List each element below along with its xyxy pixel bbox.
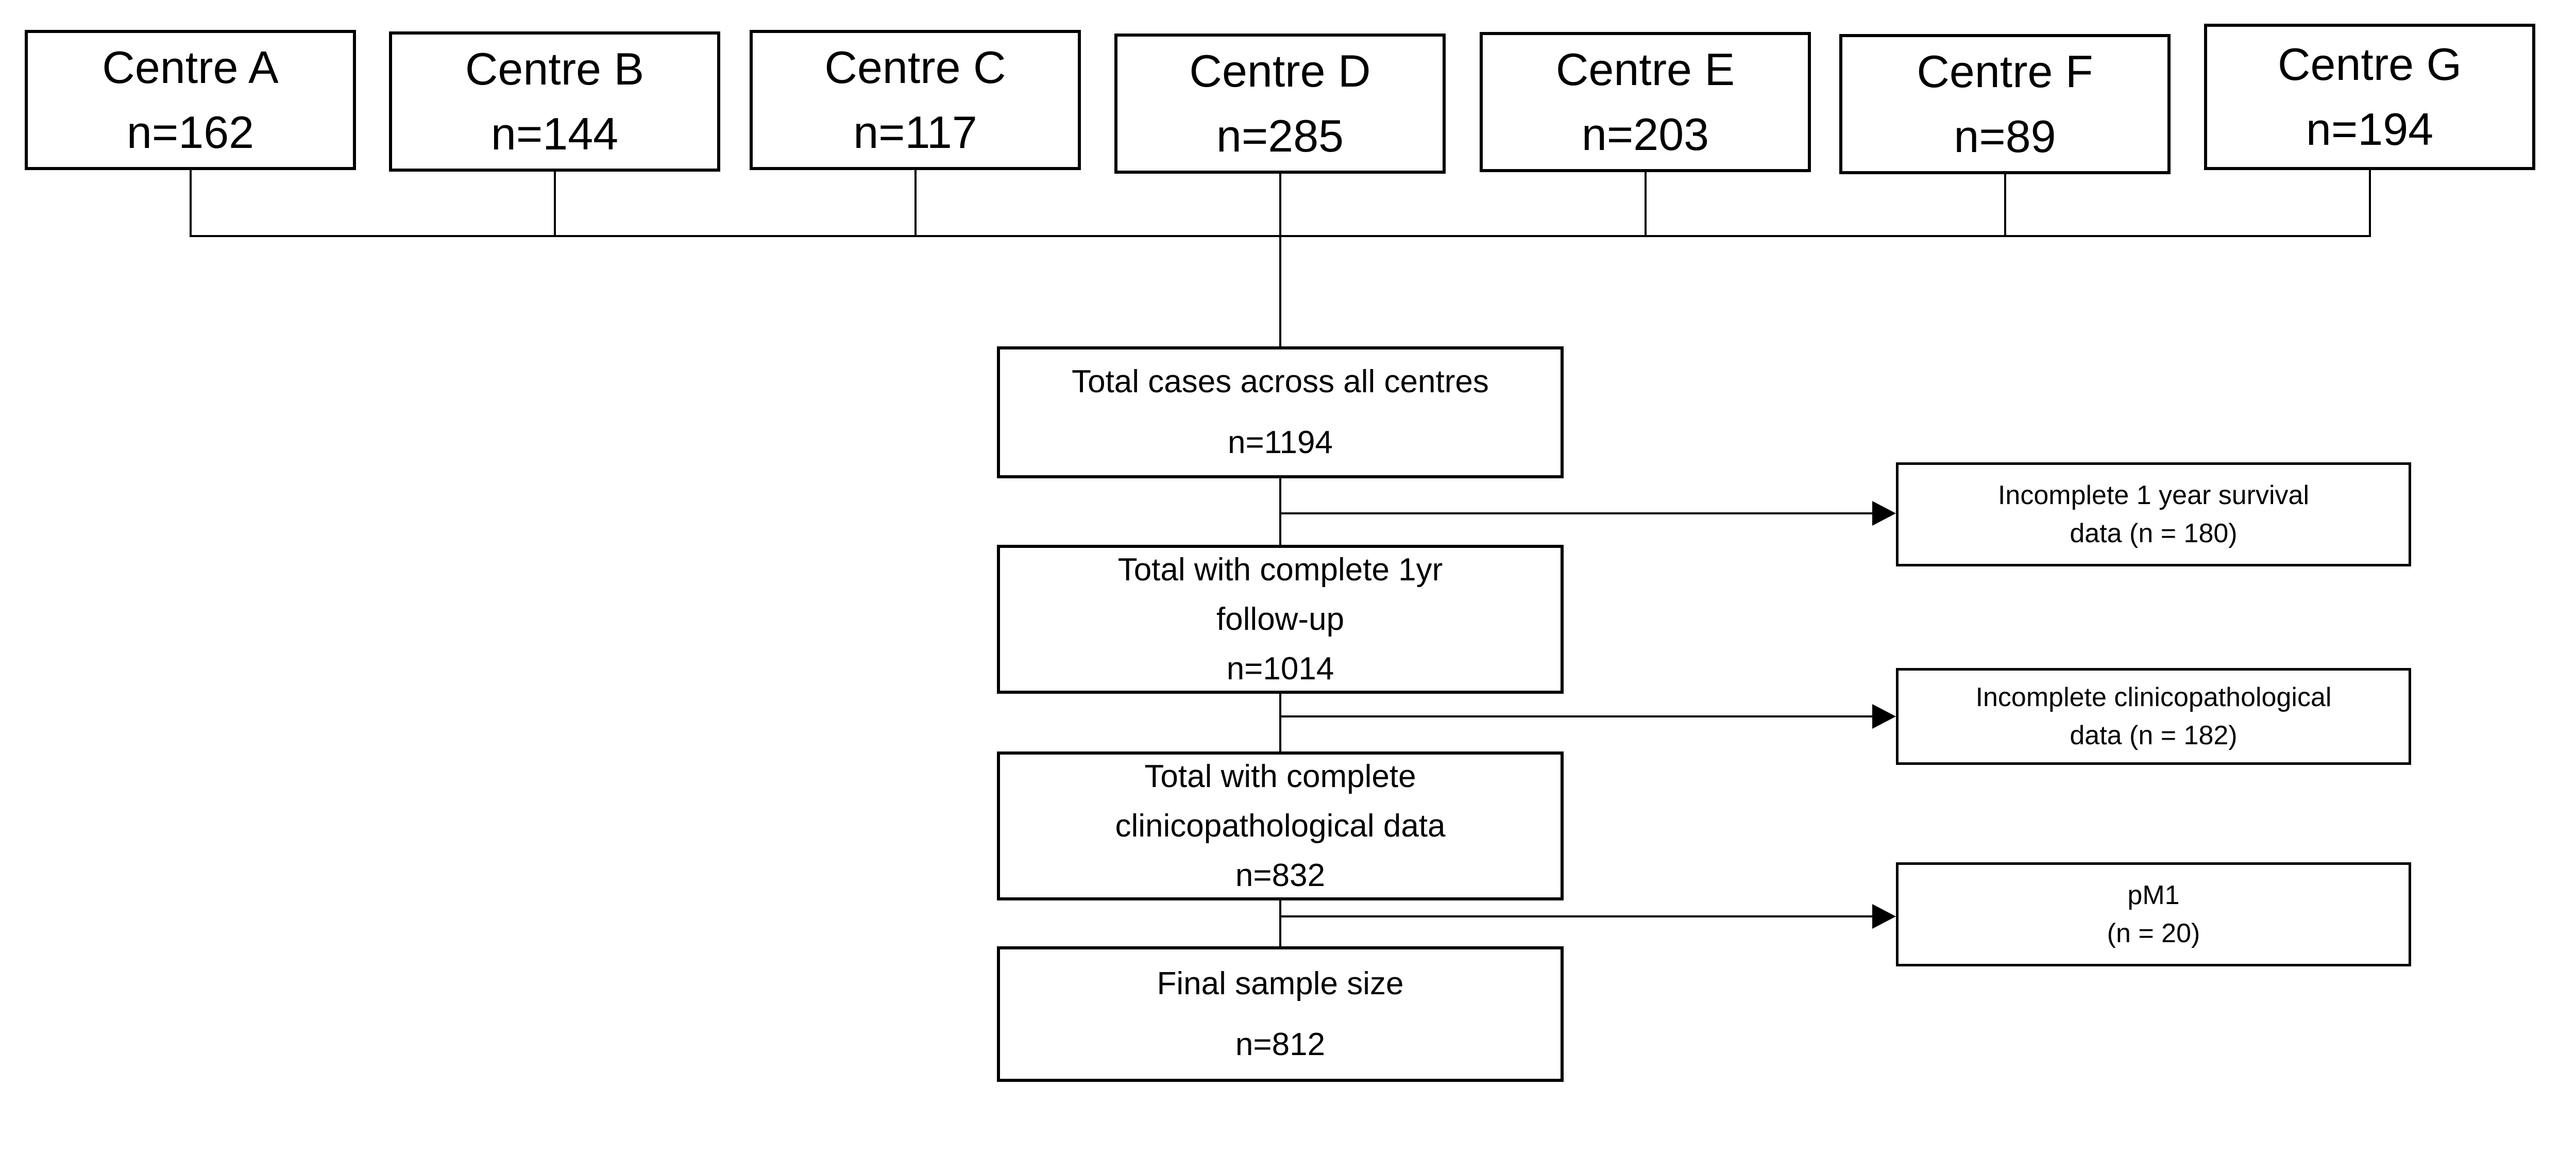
centre-f-box: Centre F n=89 xyxy=(1839,34,2171,174)
centre-e-count: n=203 xyxy=(1581,109,1709,160)
clinicopath-line2: clinicopathological data xyxy=(1115,808,1446,844)
centre-b-count: n=144 xyxy=(490,108,619,159)
excl-pm1-box: pM1 (n = 20) xyxy=(1896,862,2411,966)
excl-clinicopath-box: Incomplete clinicopathological data (n =… xyxy=(1896,668,2411,765)
clinicopath-box: Total with complete clinicopathological … xyxy=(997,751,1564,900)
excl-pm1-line1: pM1 xyxy=(2127,880,2180,910)
connector-branch-survival xyxy=(1279,512,1872,514)
arrowhead-survival-icon xyxy=(1872,501,1896,526)
centre-e-label: Centre E xyxy=(1555,44,1735,95)
connector-stub-centre-g xyxy=(2369,170,2371,236)
connector-stub-centre-e xyxy=(1645,172,1647,236)
connector-spine-clinicopath-to-final xyxy=(1279,900,1281,946)
centre-d-label: Centre D xyxy=(1189,45,1371,96)
total-cases-box: Total cases across all centres n=1194 xyxy=(997,346,1564,478)
connector-spine-total-to-followup xyxy=(1279,478,1281,545)
connector-stub-centre-a xyxy=(190,170,192,236)
excl-clinicopath-line2: data (n = 182) xyxy=(2070,721,2238,750)
centre-a-count: n=162 xyxy=(126,107,255,158)
connector-branch-pm1 xyxy=(1279,915,1872,917)
centre-c-box: Centre C n=117 xyxy=(750,30,1081,170)
connector-stub-centre-d xyxy=(1279,174,1281,236)
arrowhead-clinicopath-icon xyxy=(1872,704,1896,729)
followup-box: Total with complete 1yr follow-up n=1014 xyxy=(997,545,1564,694)
centre-c-count: n=117 xyxy=(853,107,977,158)
centre-d-count: n=285 xyxy=(1216,110,1344,161)
arrowhead-pm1-icon xyxy=(1872,904,1896,929)
connector-branch-clinicopath xyxy=(1279,715,1872,717)
excl-pm1-line2: (n = 20) xyxy=(2107,918,2200,948)
connector-stub-centre-c xyxy=(914,170,917,236)
centre-b-label: Centre B xyxy=(465,43,645,94)
connector-spine-followup-to-clinicopath xyxy=(1279,694,1281,751)
excl-survival-box: Incomplete 1 year survival data (n = 180… xyxy=(1896,462,2411,566)
total-cases-count: n=1194 xyxy=(1227,425,1333,460)
centre-c-label: Centre C xyxy=(824,42,1006,93)
centre-g-box: Centre G n=194 xyxy=(2204,24,2535,170)
centre-g-label: Centre G xyxy=(2277,39,2462,90)
followup-line2: follow-up xyxy=(1216,601,1345,637)
clinicopath-line1: Total with complete xyxy=(1144,758,1416,794)
followup-count: n=1014 xyxy=(1226,650,1334,687)
excl-survival-line2: data (n = 180) xyxy=(2070,519,2238,548)
centre-d-box: Centre D n=285 xyxy=(1114,34,1446,174)
centre-b-box: Centre B n=144 xyxy=(389,31,720,172)
final-sample-line1: Final sample size xyxy=(1157,965,1404,1001)
centre-f-count: n=89 xyxy=(1954,111,2056,162)
centre-e-box: Centre E n=203 xyxy=(1480,32,1811,172)
excl-survival-line1: Incomplete 1 year survival xyxy=(1997,480,2310,510)
centre-a-box: Centre A n=162 xyxy=(25,30,356,170)
clinicopath-count: n=832 xyxy=(1235,857,1326,893)
total-cases-line1: Total cases across all centres xyxy=(1072,364,1489,399)
followup-line1: Total with complete 1yr xyxy=(1117,552,1443,588)
centre-g-count: n=194 xyxy=(2306,104,2434,155)
excl-clinicopath-line1: Incomplete clinicopathological xyxy=(1975,682,2332,712)
final-sample-count: n=812 xyxy=(1235,1026,1326,1062)
connector-spine-to-total xyxy=(1279,235,1281,346)
final-sample-box: Final sample size n=812 xyxy=(997,946,1564,1082)
centre-a-label: Centre A xyxy=(102,42,279,93)
centre-f-label: Centre F xyxy=(1917,46,2093,97)
connector-stub-centre-f xyxy=(2004,174,2006,236)
connector-stub-centre-b xyxy=(554,172,556,236)
